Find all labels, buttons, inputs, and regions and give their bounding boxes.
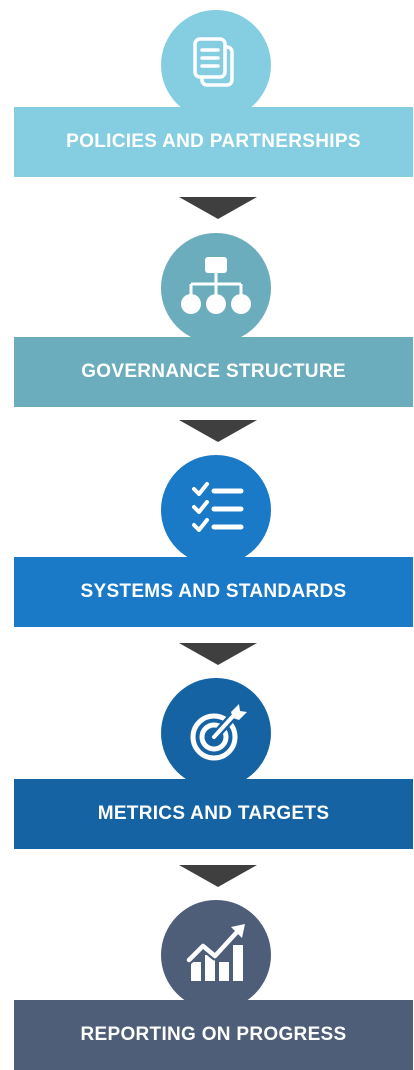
step-4-label: METRICS AND TARGETS [97,803,330,824]
step-3-circle [161,455,271,565]
growth-chart-icon [184,924,245,981]
flow-arrow-3 [179,643,257,665]
flow-arrow-4 [179,865,257,887]
step-2-bar: GOVERNANCE STRUCTURE [14,337,413,407]
org-chart-icon [181,257,251,314]
step-3-bar: SYSTEMS AND STANDARDS [14,557,413,627]
step-5-label: REPORTING ON PROGRESS [80,1024,347,1045]
step-2-label: GOVERNANCE STRUCTURE [81,361,346,382]
documents-icon [193,37,234,87]
step-3-label: SYSTEMS AND STANDARDS [80,581,347,602]
target-icon [190,704,247,761]
step-2-circle [161,233,271,343]
step-1-circle [161,10,271,120]
flow-arrow-1 [179,197,257,219]
flow-arrow-2 [179,420,257,442]
step-5-circle [161,900,271,1010]
step-1-label: POLICIES AND PARTNERSHIPS [66,131,361,152]
step-4-circle [161,678,271,788]
step-4-bar: METRICS AND TARGETS [14,779,413,849]
step-1-bar: POLICIES AND PARTNERSHIPS [14,107,413,177]
checklist-icon [192,482,244,532]
step-5-bar: REPORTING ON PROGRESS [14,1000,413,1070]
